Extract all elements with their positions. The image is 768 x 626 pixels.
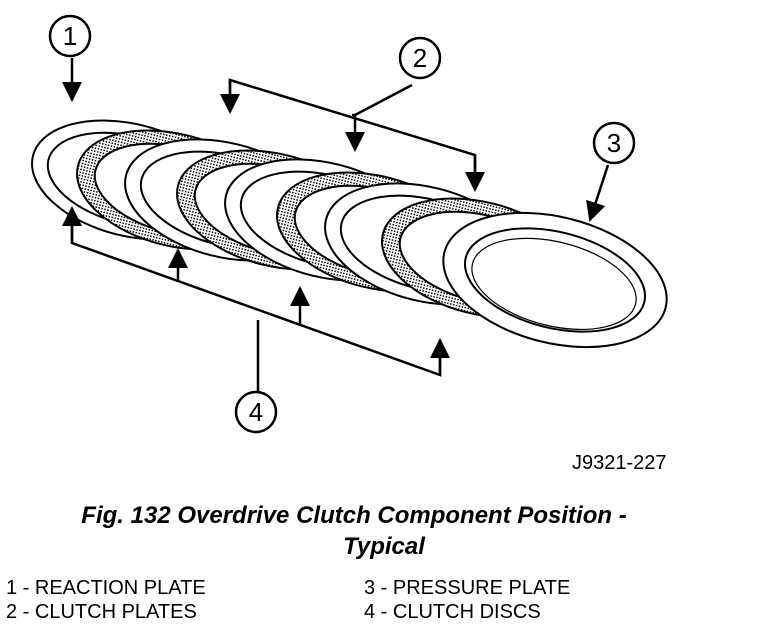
callout-1-label: 1: [63, 21, 77, 51]
clutch-pack: [31, 119, 668, 349]
callout-4: 4: [234, 390, 278, 434]
legend-item-3: 3 - PRESSURE PLATE: [364, 577, 571, 599]
figure-caption: Fig. 132 Overdrive Clutch Component Posi…: [0, 500, 768, 562]
callout-3: 3: [592, 121, 636, 165]
figure-id: J9321-227: [572, 452, 667, 474]
pressure-plate: [442, 211, 668, 349]
callout-1: 1: [48, 14, 92, 58]
callout-2: 2: [398, 36, 442, 80]
caption-line-2: Typical: [343, 533, 425, 560]
legend-item-4: 4 - CLUTCH DISCS: [364, 601, 541, 623]
leader-lines: [62, 58, 610, 392]
caption-line-1: Fig. 132 Overdrive Clutch Component Posi…: [81, 502, 627, 529]
clutch-diagram: 1 2 3 4: [31, 14, 668, 434]
legend-item-2: 2 - CLUTCH PLATES: [6, 601, 197, 623]
callout-2-label: 2: [413, 43, 427, 73]
callout-4-label: 4: [249, 397, 263, 427]
callout-3-label: 3: [607, 128, 621, 158]
legend-item-1: 1 - REACTION PLATE: [6, 577, 206, 599]
